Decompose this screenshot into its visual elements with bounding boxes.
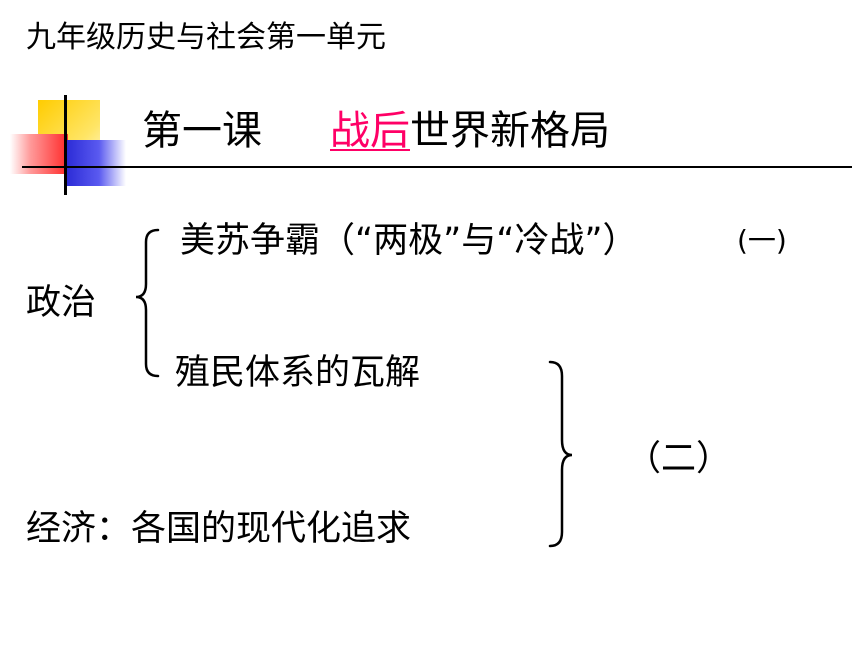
lesson-title-rest: 世界新格局 [410,108,610,154]
lesson-title: 第一课 战后世界新格局 [142,105,610,157]
economy-line: 经济：各国的现代化追求 [26,509,412,549]
unit-title: 九年级历史与社会第一单元 [26,20,386,55]
politics-label: 政治 [26,283,97,323]
politics-item-colonial-collapse: 殖民体系的瓦解 [175,353,421,393]
title-decoration-vertical-line [64,95,67,195]
politics-item-overlay-part-one: (一) [737,224,787,257]
title-underline-rule [22,166,852,168]
politics-item-superpower-rivalry: 美苏争霸（“两极”与“冷战”） [180,221,638,261]
title-decoration-blue-block [66,140,126,186]
part-two-label: （二） [626,439,732,479]
title-decoration-red-block [10,134,68,174]
politics-left-brace [135,228,160,378]
lesson-number: 第一课 [142,108,262,154]
right-brace [548,360,573,548]
lesson-title-highlight: 战后 [330,108,410,154]
